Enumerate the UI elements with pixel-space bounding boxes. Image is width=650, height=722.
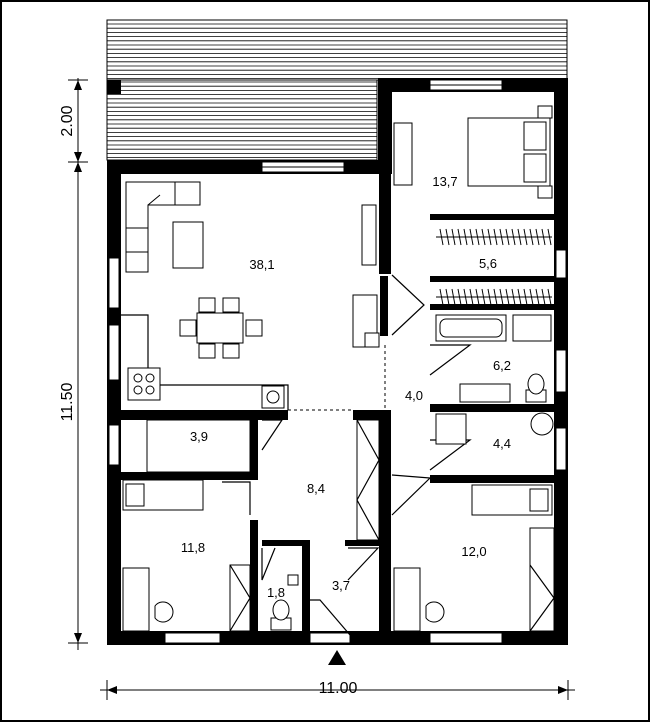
terrace (106, 19, 568, 161)
wardrobe-left (229, 564, 251, 632)
single-bed-right (471, 484, 553, 516)
room-area-wc: 1,8 (267, 585, 285, 600)
room-labels: 38,1 13,7 5,6 6,2 4,0 4,4 3,9 8,4 11,8 1… (181, 174, 511, 600)
room-area-bedroom-right: 12,0 (461, 544, 486, 559)
kitchen-counter (121, 314, 289, 410)
room-area-bedroom-main: 13,7 (432, 174, 457, 189)
shower-tray (512, 314, 552, 342)
dining-table (179, 297, 263, 359)
bathtub (435, 314, 507, 342)
single-bed-left (122, 479, 204, 511)
wardrobe-right (529, 527, 555, 632)
room-area-closet: 5,6 (479, 256, 497, 271)
toilet-bath (525, 373, 547, 403)
coffee-table (172, 221, 204, 269)
closet-rails (436, 228, 552, 306)
bathroom-sink (459, 383, 511, 403)
sofa (125, 181, 201, 273)
dimension-lines (68, 78, 575, 700)
wc-sink (287, 574, 299, 586)
room-area-bathroom: 6,2 (493, 358, 511, 373)
wc-toilet (270, 599, 292, 631)
room-area-entry-hall: 8,4 (307, 481, 325, 496)
room-area-living: 38,1 (249, 257, 274, 272)
wardrobe-living (352, 204, 380, 348)
entrance-arrow-icon (328, 650, 346, 665)
chair-right (425, 601, 445, 623)
dimension-width-label: 11.00 (319, 680, 358, 697)
pantry-shelf (146, 419, 251, 473)
room-area-pantry: 3,9 (190, 429, 208, 444)
double-bed (467, 105, 553, 199)
doors (222, 274, 472, 636)
desk-left (122, 567, 150, 632)
dimension-terrace-label: 2.00 (59, 105, 76, 136)
room-area-vestibule: 3,7 (332, 578, 350, 593)
room-area-shower: 4,4 (493, 436, 511, 451)
dimension-height-label: 11.50 (59, 382, 76, 421)
chair-left (154, 601, 174, 623)
washing-machine (530, 412, 554, 436)
interior-walls (121, 160, 554, 635)
room-area-bedroom-left: 11,8 (181, 540, 205, 555)
hall-wardrobe (356, 419, 380, 541)
dresser (393, 122, 413, 186)
windows (108, 79, 567, 644)
shower-cabin (435, 413, 467, 445)
desk-right (393, 567, 421, 632)
room-area-hall: 4,0 (405, 388, 423, 403)
